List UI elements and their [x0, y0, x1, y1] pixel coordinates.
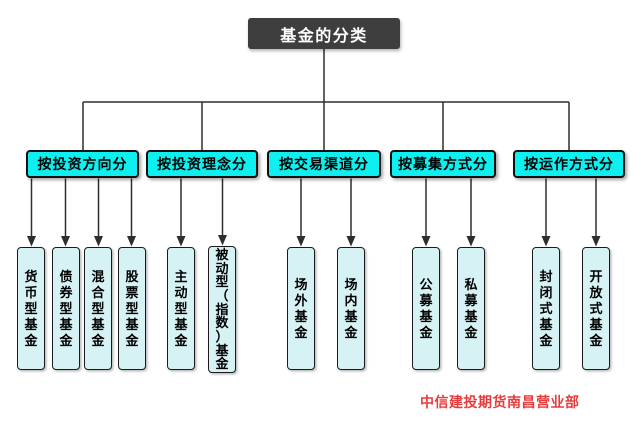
- leaf-node-otc-fund: 场 外 基 金: [287, 247, 315, 370]
- leaf-node-public-fund: 公 募 基 金: [412, 247, 440, 370]
- branch-node-investment-philosophy: 按投资理念分: [146, 150, 258, 178]
- branch-label: 按募集方式分: [398, 156, 488, 172]
- leaf-node-active-fund: 主 动 型 基 金: [167, 247, 195, 370]
- leaf-node-bond-fund: 债 券 型 基 金: [52, 247, 80, 370]
- root-node: 基金的分类: [248, 18, 400, 49]
- leaf-label: 主 动 型 基 金: [174, 268, 188, 348]
- branch-node-operation-method: 按运作方式分: [513, 150, 625, 178]
- leaf-node-passive-index-fund: 被 动 型 （ 指 数 ） 基 金: [208, 246, 236, 373]
- leaf-label: 封 闭 式 基 金: [539, 268, 553, 348]
- leaf-node-private-fund: 私 募 基 金: [457, 247, 485, 370]
- leaf-node-money-fund: 货 币 型 基 金: [17, 247, 45, 370]
- leaf-label: 货 币 型 基 金: [24, 268, 38, 348]
- branch-node-trading-channel: 按交易渠道分: [267, 150, 381, 178]
- leaf-node-exchange-fund: 场 内 基 金: [337, 247, 365, 370]
- branch-label: 按投资方向分: [37, 156, 128, 172]
- branch-node-fundraising-method: 按募集方式分: [390, 150, 496, 178]
- branch-label: 按投资理念分: [157, 156, 247, 172]
- leaf-label: 公 募 基 金: [419, 276, 433, 340]
- leaf-label: 股 票 型 基 金: [125, 268, 139, 348]
- leaf-node-stock-fund: 股 票 型 基 金: [118, 247, 146, 370]
- branch-node-investment-direction: 按投资方向分: [26, 150, 139, 178]
- branch-label: 按运作方式分: [524, 156, 614, 172]
- leaf-node-hybrid-fund: 混 合 型 基 金: [84, 247, 112, 370]
- leaf-label: 场 内 基 金: [344, 276, 358, 340]
- tree-connector-path: [82, 49, 570, 150]
- leaf-label: 开 放 式 基 金: [589, 268, 603, 348]
- root-label: 基金的分类: [280, 27, 368, 45]
- leaf-label: 被 动 型 （ 指 数 ） 基 金: [215, 246, 229, 372]
- branch-label: 按交易渠道分: [279, 156, 369, 172]
- leaf-node-closed-end-fund: 封 闭 式 基 金: [532, 247, 560, 370]
- leaf-label: 混 合 型 基 金: [91, 268, 105, 348]
- watermark-text: 中信建投期货南昌营业部: [420, 394, 580, 410]
- leaf-label: 债 券 型 基 金: [59, 268, 73, 348]
- leaf-node-open-end-fund: 开 放 式 基 金: [582, 247, 610, 370]
- leaf-label: 私 募 基 金: [464, 276, 478, 340]
- leaf-label: 场 外 基 金: [294, 276, 308, 340]
